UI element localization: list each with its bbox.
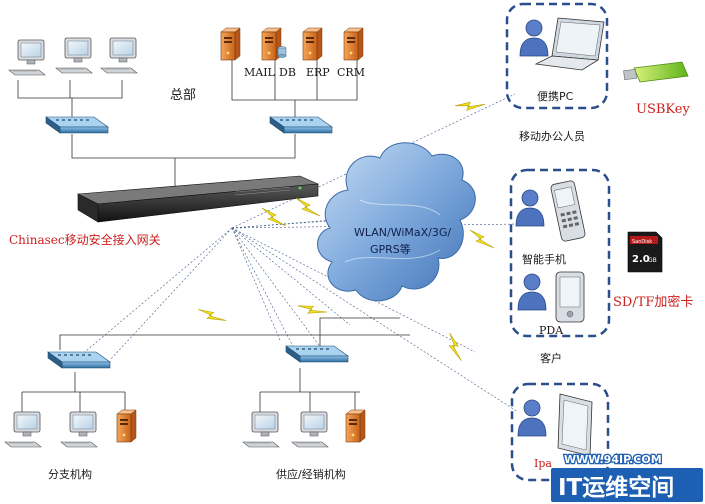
pda-icon <box>555 271 585 323</box>
sd-capacity: 2.0 <box>632 254 650 265</box>
supply-pc-group <box>242 411 329 448</box>
branch-server-icon <box>116 409 137 443</box>
pda-person-icon <box>517 273 547 311</box>
customer-person-icon <box>515 189 545 227</box>
sd-brand: SanDisk <box>632 239 652 245</box>
branch-label: 分支机构 <box>48 467 92 481</box>
usbkey-label: USBKey <box>636 102 690 117</box>
sdcard-label: SD/TF加密卡 <box>613 294 693 310</box>
customer-box <box>509 168 611 338</box>
db-cylinder-icon <box>277 46 287 58</box>
lightning-icon <box>454 90 486 120</box>
supply-server-icon <box>345 409 366 443</box>
cloud-label-line1: WLAN/WiMaX/3G/ <box>354 226 451 239</box>
watermark-url: WWW.94IP.COM <box>564 453 662 466</box>
wireless-cloud-icon <box>317 142 476 302</box>
mobile-staff-person-icon <box>519 19 549 57</box>
supply-label: 供应/经销机构 <box>276 467 346 481</box>
laptop-label: 便携PC <box>537 89 574 103</box>
lightning-icon <box>261 207 287 227</box>
hq-pc-3-icon <box>100 37 138 74</box>
mail-label: MAIL <box>244 66 276 79</box>
lightning-icon <box>295 197 321 217</box>
mail-server-icon <box>220 27 241 61</box>
supply-pc-2-icon <box>291 411 329 448</box>
wired-lines <box>17 58 410 412</box>
watermark: WWW.94IP.COM IT运维空间 <box>551 452 703 502</box>
smartphone-label: 智能手机 <box>522 252 566 266</box>
watermark-bg <box>551 468 703 502</box>
mobile-staff-box <box>505 2 609 110</box>
hq-pc-group <box>8 37 138 76</box>
smartphone-icon <box>550 180 586 242</box>
usbkey-icon <box>623 61 689 83</box>
mobile-staff-label: 移动办公人员 <box>519 130 585 143</box>
sd-unit: GB <box>648 257 657 264</box>
hq-switch-right-icon <box>269 116 333 134</box>
erp-server-icon <box>302 27 323 61</box>
cloud-label-line2: GPRS等 <box>370 242 411 256</box>
lightning-icon <box>198 302 227 328</box>
branch-pc-group <box>4 411 98 448</box>
pda-label: PDA <box>539 324 564 337</box>
erp-label: ERP <box>306 66 330 79</box>
supply-switch-icon <box>285 345 349 363</box>
hq-switch-left-icon <box>45 116 109 134</box>
gateway-device-icon <box>76 175 320 223</box>
lightning-icon <box>440 332 471 361</box>
ipad-person-icon <box>517 399 547 437</box>
db-label: DB <box>279 66 296 79</box>
branch-pc-1-icon <box>4 411 42 448</box>
hq-server-group <box>220 27 364 61</box>
gateway-label: Chinasec移动安全接入网关 <box>9 232 161 247</box>
hq-label: 总部 <box>170 88 196 103</box>
crm-server-icon <box>343 27 364 61</box>
laptop-icon <box>534 17 605 71</box>
hq-pc-1-icon <box>8 39 46 76</box>
customer-label: 客户 <box>540 351 562 365</box>
crm-label: CRM <box>337 66 365 79</box>
lightning-icon <box>469 229 495 249</box>
watermark-text: IT运维空间 <box>558 474 674 501</box>
branch-switch-icon <box>47 351 111 369</box>
sdcard-icon: SanDisk 2.0 GB <box>627 231 663 273</box>
ipad-label: Ipa <box>534 457 552 470</box>
tablet-icon <box>557 393 593 457</box>
hq-pc-2-icon <box>55 37 93 74</box>
branch-pc-2-icon <box>60 411 98 448</box>
supply-pc-1-icon <box>242 411 280 448</box>
